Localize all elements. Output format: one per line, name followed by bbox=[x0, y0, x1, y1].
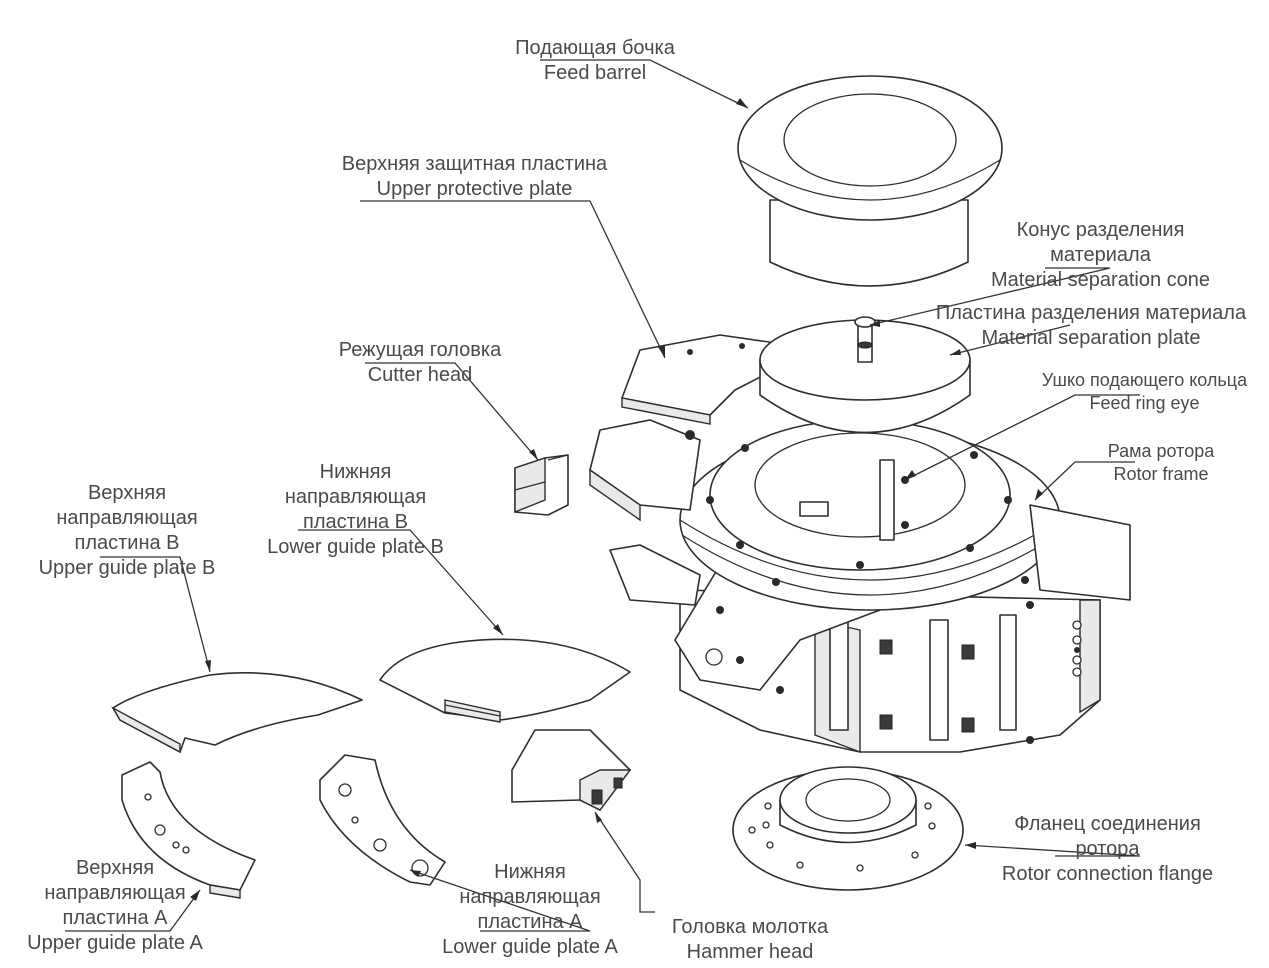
rotor-body-part bbox=[589, 416, 1131, 754]
leader-upper-guide-plate-a bbox=[65, 889, 201, 932]
label-hammer-head: Головка молотка Hammer head bbox=[671, 916, 829, 963]
leader-lower-guide-plate-a bbox=[409, 869, 591, 932]
lower-guide-plate-a-part bbox=[319, 754, 446, 886]
leader-feed-barrel bbox=[540, 59, 749, 109]
label-feed-ring-eye: Ушко подающего кольца Feed ring eye bbox=[1041, 370, 1248, 413]
leader-upper-protective-plate bbox=[360, 200, 666, 359]
leader-arrowheads bbox=[190, 98, 1043, 901]
material-separation-cone-part bbox=[854, 316, 876, 363]
label-rotor-connection-flange: Фланец соединения ротора Rotor connectio… bbox=[1001, 813, 1214, 885]
feed-barrel-part bbox=[737, 75, 1003, 287]
leader-material-separation-cone bbox=[869, 267, 1111, 326]
leader-lines bbox=[65, 59, 1141, 932]
label-upper-protective-plate: Верхняя защитная пластина Upper protecti… bbox=[341, 153, 608, 200]
label-material-separation-cone: Конус разделения материала Material sepa… bbox=[990, 219, 1210, 291]
rotor-connection-flange-part bbox=[732, 766, 964, 891]
label-upper-guide-plate-a: Верхняя направляющая пластина A Upper gu… bbox=[27, 857, 203, 954]
leader-rotor-connection-flange bbox=[964, 844, 1141, 857]
label-upper-guide-plate-b: Верхняя направляющая пластина B Upper gu… bbox=[38, 482, 216, 579]
leader-rotor-frame bbox=[1034, 461, 1135, 501]
cutter-head-part bbox=[514, 454, 569, 516]
leader-material-separation-plate bbox=[949, 324, 1071, 356]
upper-guide-plate-a-part bbox=[121, 761, 256, 899]
leader-lower-guide-plate-b bbox=[298, 529, 504, 636]
lower-guide-plate-b-part bbox=[379, 638, 631, 723]
label-feed-barrel: Подающая бочка Feed barrel bbox=[515, 37, 675, 84]
label-rotor-frame: Рама ротора Rotor frame bbox=[1107, 441, 1215, 484]
label-material-separation-plate: Пластина разделения материала Material s… bbox=[935, 302, 1247, 349]
leader-hammer-head bbox=[594, 811, 655, 913]
label-lower-guide-plate-b: Нижняя направляющая пластина B Lower gui… bbox=[267, 461, 444, 558]
label-cutter-head: Режущая головка Cutter head bbox=[338, 339, 502, 386]
feed-ring-eye-part bbox=[879, 459, 909, 541]
leader-cutter-head bbox=[365, 362, 539, 461]
hammer-head-part bbox=[511, 729, 632, 811]
leader-feed-ring-eye bbox=[904, 394, 1140, 481]
upper-guide-plate-b-part bbox=[111, 671, 363, 754]
leader-upper-guide-plate-b bbox=[100, 556, 211, 673]
label-lower-guide-plate-a: Нижняя направляющая пластина A Lower gui… bbox=[442, 861, 618, 958]
